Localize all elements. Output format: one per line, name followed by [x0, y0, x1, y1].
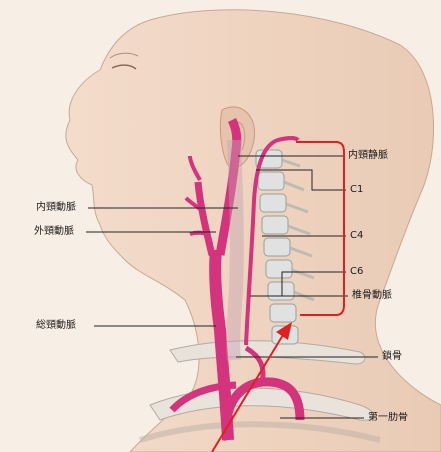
- label-c6: C6: [350, 266, 363, 278]
- internal-jugular-vein-shape: [233, 140, 237, 360]
- label-clavicle: 鎖骨: [382, 351, 402, 363]
- label-external-carotid-artery: 外頸動脈: [34, 226, 74, 238]
- label-common-carotid-artery: 総頸動脈: [36, 320, 76, 332]
- label-internal-carotid-artery: 内頸動脈: [36, 202, 76, 214]
- label-c1: C1: [350, 184, 363, 196]
- label-first-rib: 第一肋骨: [368, 412, 440, 424]
- label-vertebral-artery: 椎骨動脈: [352, 290, 392, 302]
- label-internal-jugular-vein: 内頸静脈: [348, 150, 388, 162]
- label-c4: C4: [350, 230, 363, 242]
